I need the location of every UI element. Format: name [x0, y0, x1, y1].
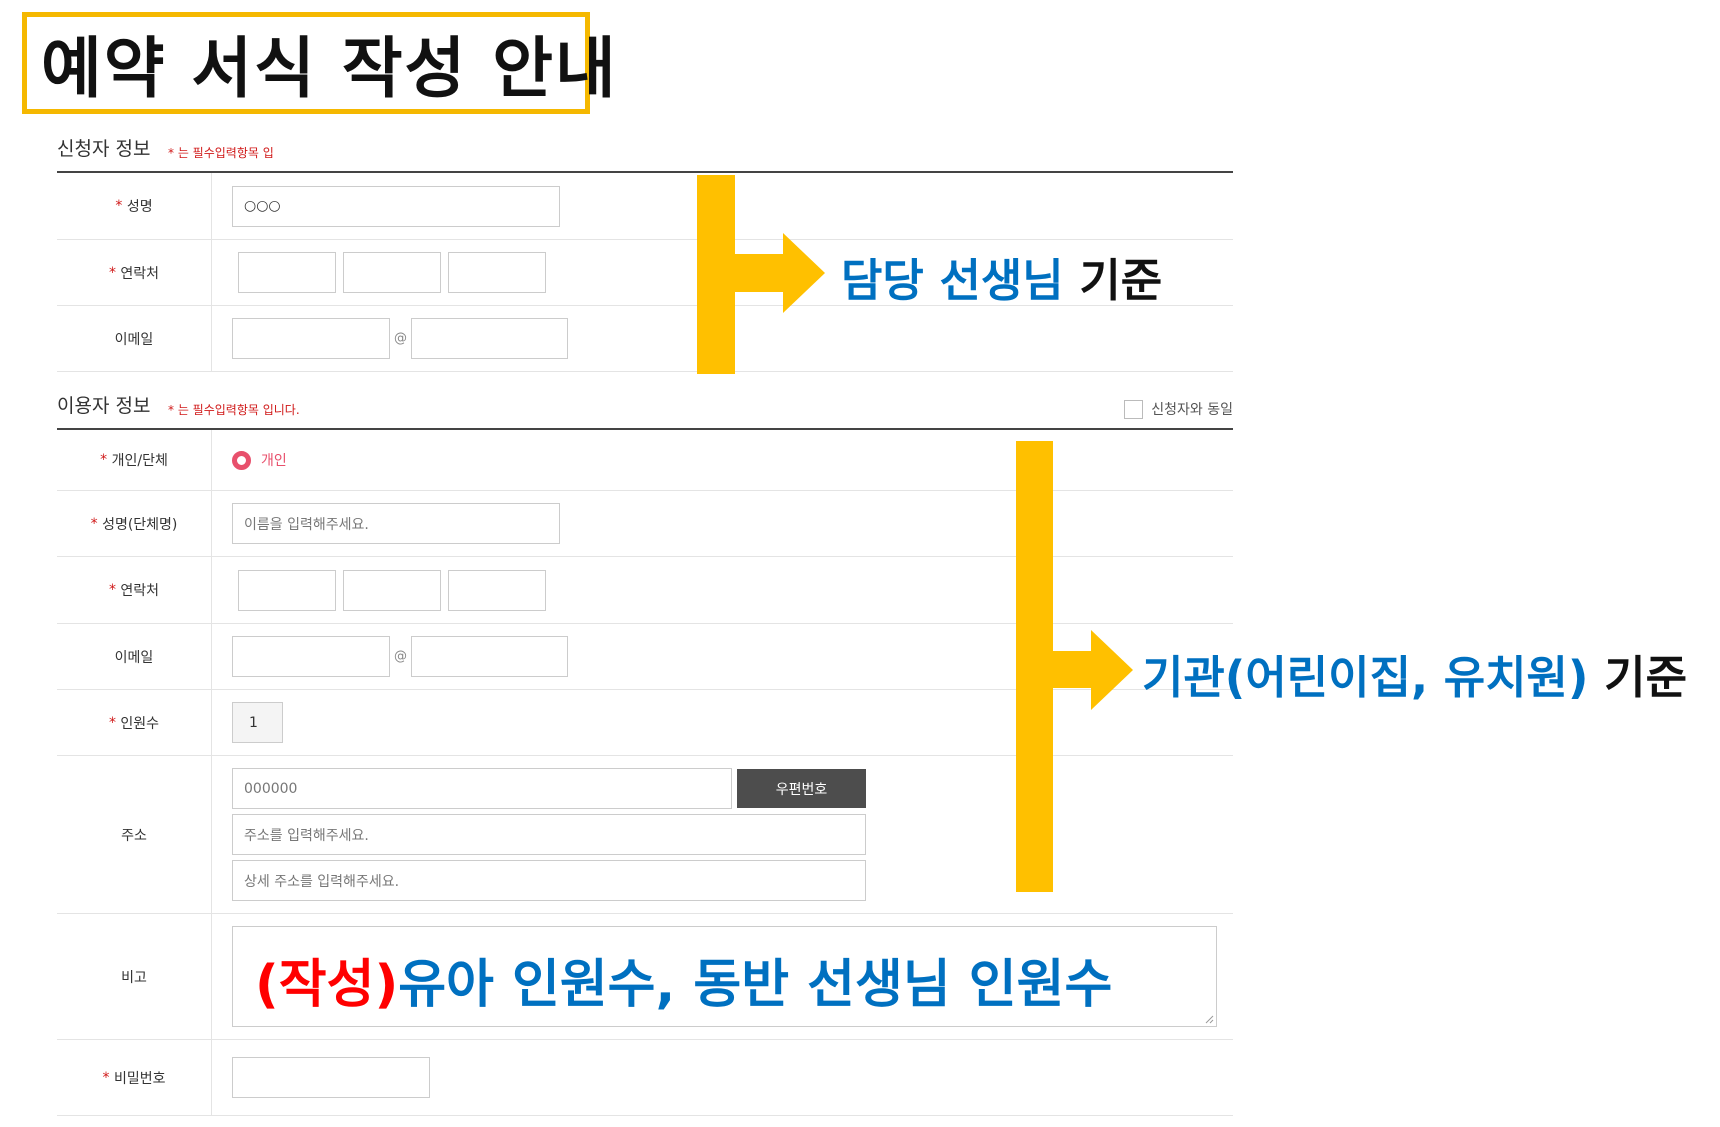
user-password-cell — [212, 1040, 1233, 1115]
teacher-arrow-head-icon — [783, 233, 825, 313]
institution-bracket-bar — [1016, 441, 1053, 892]
user-phone-row: * 연락처 — [57, 557, 1233, 624]
applicant-phone-cell — [212, 240, 1233, 305]
user-type-row: * 개인/단체 개인 — [57, 430, 1233, 491]
applicant-section-header: 신청자 정보 * 는 필수입력항목 입 — [57, 131, 1233, 171]
applicant-email-label: 이메일 — [57, 306, 212, 371]
user-address-row: 주소 000000 우편번호 주소를 입력해주세요. 상세 주소를 입력해주세요… — [57, 756, 1233, 914]
user-email-cell: @ — [212, 624, 1233, 689]
user-name-cell: 이름을 입력해주세요. — [212, 491, 1233, 556]
user-password-label: * 비밀번호 — [57, 1040, 212, 1115]
user-email-row: 이메일 @ — [57, 624, 1233, 690]
institution-arrow-head-icon — [1091, 630, 1133, 710]
institution-arrow-shaft — [1053, 651, 1093, 688]
headcount-stepper[interactable]: 1 — [232, 702, 283, 743]
note-textarea[interactable] — [232, 926, 1217, 1027]
user-email-id-input[interactable] — [232, 636, 390, 677]
same-as-applicant[interactable]: 신청자와 동일 — [1124, 399, 1233, 419]
same-as-applicant-checkbox[interactable] — [1124, 399, 1144, 419]
user-form-table: * 개인/단체 개인 * 성명(단체명) 이름을 입력해주세요. * 연락처 이… — [57, 428, 1233, 1116]
user-phone-part2-input[interactable] — [343, 569, 441, 611]
note-callout: (작성)유아 인원수, 동반 선생님 인원수 — [255, 955, 1113, 1015]
user-phone-part1-input[interactable] — [238, 569, 336, 611]
user-password-row: * 비밀번호 — [57, 1040, 1233, 1116]
teacher-callout: 담당 선생님 기준 — [841, 254, 1163, 307]
applicant-phone-label: * 연락처 — [57, 240, 212, 305]
applicant-section-title: 신청자 정보 — [57, 138, 151, 160]
address-input[interactable]: 주소를 입력해주세요. — [232, 814, 866, 855]
password-input[interactable] — [232, 1057, 430, 1098]
user-phone-part3-input[interactable] — [448, 569, 546, 611]
user-type-label: * 개인/단체 — [57, 430, 212, 490]
user-name-row: * 성명(단체명) 이름을 입력해주세요. — [57, 491, 1233, 557]
resize-handle-icon[interactable] — [1204, 1014, 1214, 1024]
zip-line: 000000 우편번호 — [232, 768, 866, 809]
applicant-required-note: * 는 필수입력항목 입 — [168, 146, 274, 160]
user-note-row: 비고 — [57, 914, 1233, 1040]
teacher-arrow-shaft — [735, 254, 785, 292]
user-type-cell: 개인 — [212, 430, 1233, 490]
applicant-name-input[interactable]: ○○○ — [232, 185, 560, 227]
individual-radio[interactable] — [232, 450, 251, 470]
user-address-label: 주소 — [57, 756, 212, 913]
institution-callout: 기관(어린이집, 유치원) 기준 — [1142, 651, 1687, 704]
at-sign: @ — [394, 331, 407, 346]
applicant-name-cell: ○○○ — [212, 173, 1233, 239]
user-name-label: * 성명(단체명) — [57, 491, 212, 556]
applicant-name-label: * 성명 — [57, 173, 212, 239]
same-as-applicant-label: 신청자와 동일 — [1151, 402, 1233, 418]
user-section-title: 이용자 정보 — [57, 395, 151, 417]
applicant-phone-part3-input[interactable] — [448, 252, 546, 293]
user-headcount-row: * 인원수 1 — [57, 690, 1233, 756]
user-required-note: * 는 필수입력항목 입니다. — [168, 403, 300, 417]
user-address-cell: 000000 우편번호 주소를 입력해주세요. 상세 주소를 입력해주세요. — [212, 756, 1233, 913]
banner-title: 예약 서식 작성 안내 — [41, 30, 618, 107]
user-email-domain-input[interactable] — [411, 636, 568, 677]
zip-code-button[interactable]: 우편번호 — [737, 769, 866, 808]
user-headcount-label: * 인원수 — [57, 690, 212, 755]
user-headcount-cell: 1 — [212, 690, 1233, 755]
user-section-header: 이용자 정보 * 는 필수입력항목 입니다. 신청자와 동일 — [57, 388, 1233, 428]
user-note-cell — [212, 914, 1233, 1039]
user-phone-label: * 연락처 — [57, 557, 212, 623]
user-phone-cell — [212, 557, 1233, 623]
user-note-label: 비고 — [57, 914, 212, 1039]
address-detail-input[interactable]: 상세 주소를 입력해주세요. — [232, 860, 866, 901]
at-sign: @ — [394, 649, 407, 664]
applicant-phone-part1-input[interactable] — [238, 252, 336, 293]
teacher-bracket-bar — [697, 175, 735, 374]
applicant-email-domain-input[interactable] — [411, 318, 568, 359]
user-email-label: 이메일 — [57, 624, 212, 689]
applicant-email-row: 이메일 @ — [57, 306, 1233, 372]
applicant-form-table: * 성명 ○○○ * 연락처 이메일 @ — [57, 171, 1233, 372]
guide-banner: 예약 서식 작성 안내 — [22, 12, 616, 114]
applicant-email-id-input[interactable] — [232, 318, 390, 359]
individual-radio-label[interactable]: 개인 — [261, 453, 287, 469]
applicant-name-row: * 성명 ○○○ — [57, 173, 1233, 240]
user-name-input[interactable]: 이름을 입력해주세요. — [232, 503, 560, 544]
applicant-phone-row: * 연락처 — [57, 240, 1233, 306]
applicant-email-cell: @ — [212, 306, 1233, 371]
zip-code-input[interactable]: 000000 — [232, 768, 732, 809]
applicant-phone-part2-input[interactable] — [343, 252, 441, 293]
